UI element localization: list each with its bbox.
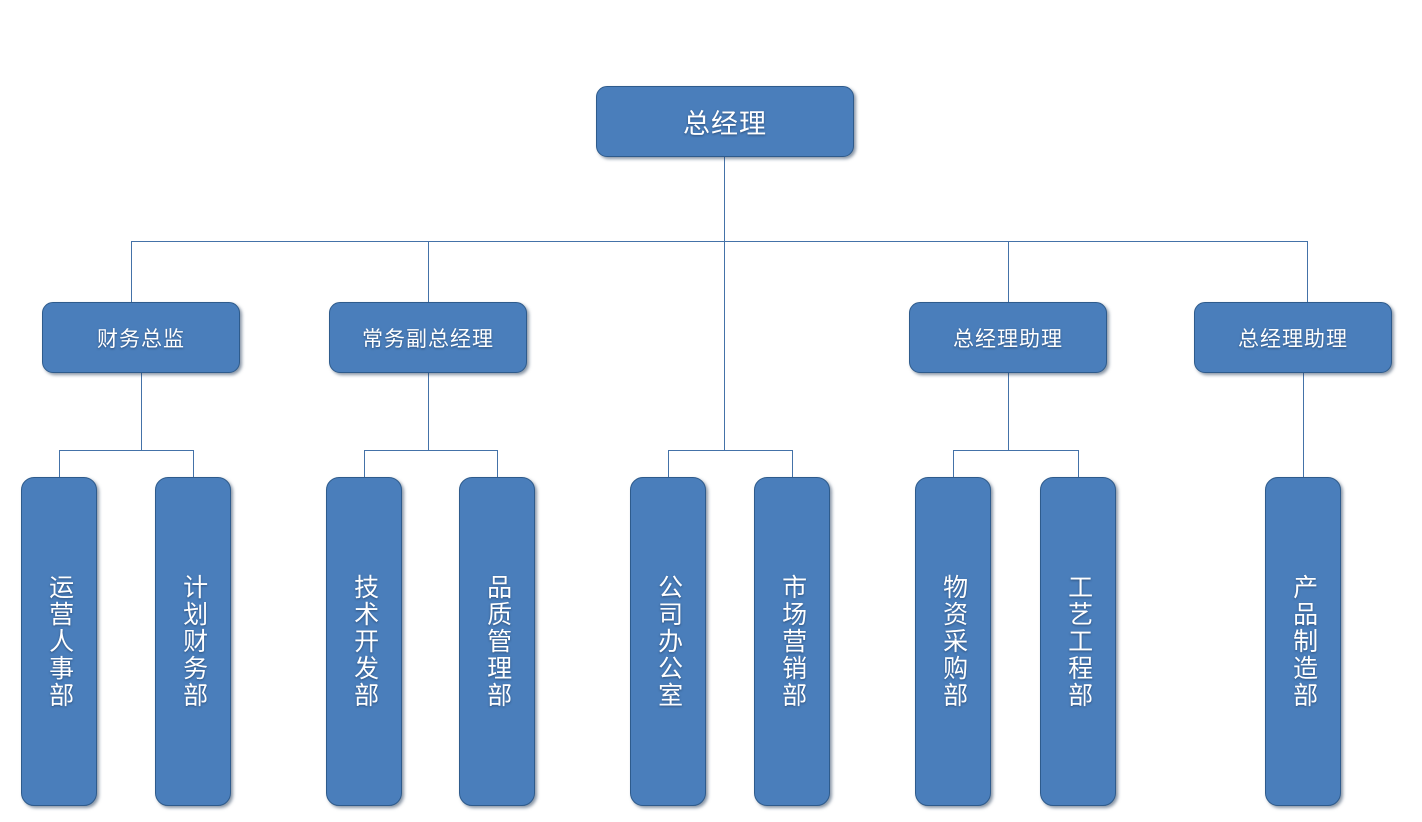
- connector-center-trunk: [724, 241, 725, 450]
- node-label: 总经理: [683, 109, 767, 139]
- connector-drop-planning-finance: [193, 450, 194, 477]
- node-procurement[interactable]: 物资采购部: [915, 477, 991, 806]
- node-planning-finance[interactable]: 计划财务部: [155, 477, 231, 806]
- node-label: 财务总监: [97, 326, 185, 351]
- node-label: 物资采购部: [939, 574, 967, 709]
- connector-drop-tech-development: [364, 450, 365, 477]
- node-executive-deputy-gm[interactable]: 常务副总经理: [329, 302, 527, 373]
- connector-drop-executive-deputy-gm: [428, 241, 429, 302]
- node-label: 总经理助理: [1238, 326, 1348, 351]
- connector-stem-gm-assistant-2: [1303, 373, 1304, 477]
- connector-bus-executive-deputy-gm: [364, 450, 497, 451]
- node-product-manufacturing[interactable]: 产品制造部: [1265, 477, 1341, 806]
- connector-bus-cfo: [59, 450, 193, 451]
- node-label: 工艺工程部: [1064, 574, 1092, 709]
- connector-drop-marketing: [792, 450, 793, 477]
- connector-drop-process-engineering: [1078, 450, 1079, 477]
- connector-drop-company-office: [668, 450, 669, 477]
- connector-stem-gm-assistant-1: [1008, 373, 1009, 450]
- connector-stem-executive-deputy-gm: [428, 373, 429, 450]
- node-gm-assistant-2[interactable]: 总经理助理: [1194, 302, 1392, 373]
- node-label: 常务副总经理: [362, 326, 494, 351]
- node-label: 技术开发部: [350, 574, 378, 709]
- node-label: 品质管理部: [483, 574, 511, 709]
- connector-drop-cfo: [131, 241, 132, 302]
- connector-top-bus: [131, 241, 1307, 242]
- node-gm-assistant-1[interactable]: 总经理助理: [909, 302, 1107, 373]
- connector-drop-quality-management: [497, 450, 498, 477]
- connector-drop-gm-assistant-2: [1307, 241, 1308, 302]
- node-label: 计划财务部: [179, 574, 207, 709]
- node-label: 公司办公室: [654, 574, 682, 709]
- node-quality-management[interactable]: 品质管理部: [459, 477, 535, 806]
- connector-drop-gm-assistant-1: [1008, 241, 1009, 302]
- node-tech-development[interactable]: 技术开发部: [326, 477, 402, 806]
- connector-bus-gm-assistant-1: [953, 450, 1078, 451]
- connector-drop-operations-hr: [59, 450, 60, 477]
- node-cfo[interactable]: 财务总监: [42, 302, 240, 373]
- node-label: 运营人事部: [45, 574, 73, 709]
- node-company-office[interactable]: 公司办公室: [630, 477, 706, 806]
- connector-root-stem: [724, 157, 725, 241]
- node-label: 市场营销部: [778, 574, 806, 709]
- node-operations-hr[interactable]: 运营人事部: [21, 477, 97, 806]
- node-label: 总经理助理: [953, 326, 1063, 351]
- connector-drop-procurement: [953, 450, 954, 477]
- connector-stem-cfo: [141, 373, 142, 450]
- node-general-manager[interactable]: 总经理: [596, 86, 854, 157]
- node-process-engineering[interactable]: 工艺工程部: [1040, 477, 1116, 806]
- node-marketing[interactable]: 市场营销部: [754, 477, 830, 806]
- node-label: 产品制造部: [1289, 574, 1317, 709]
- connector-bus-general-manager-direct: [668, 450, 792, 451]
